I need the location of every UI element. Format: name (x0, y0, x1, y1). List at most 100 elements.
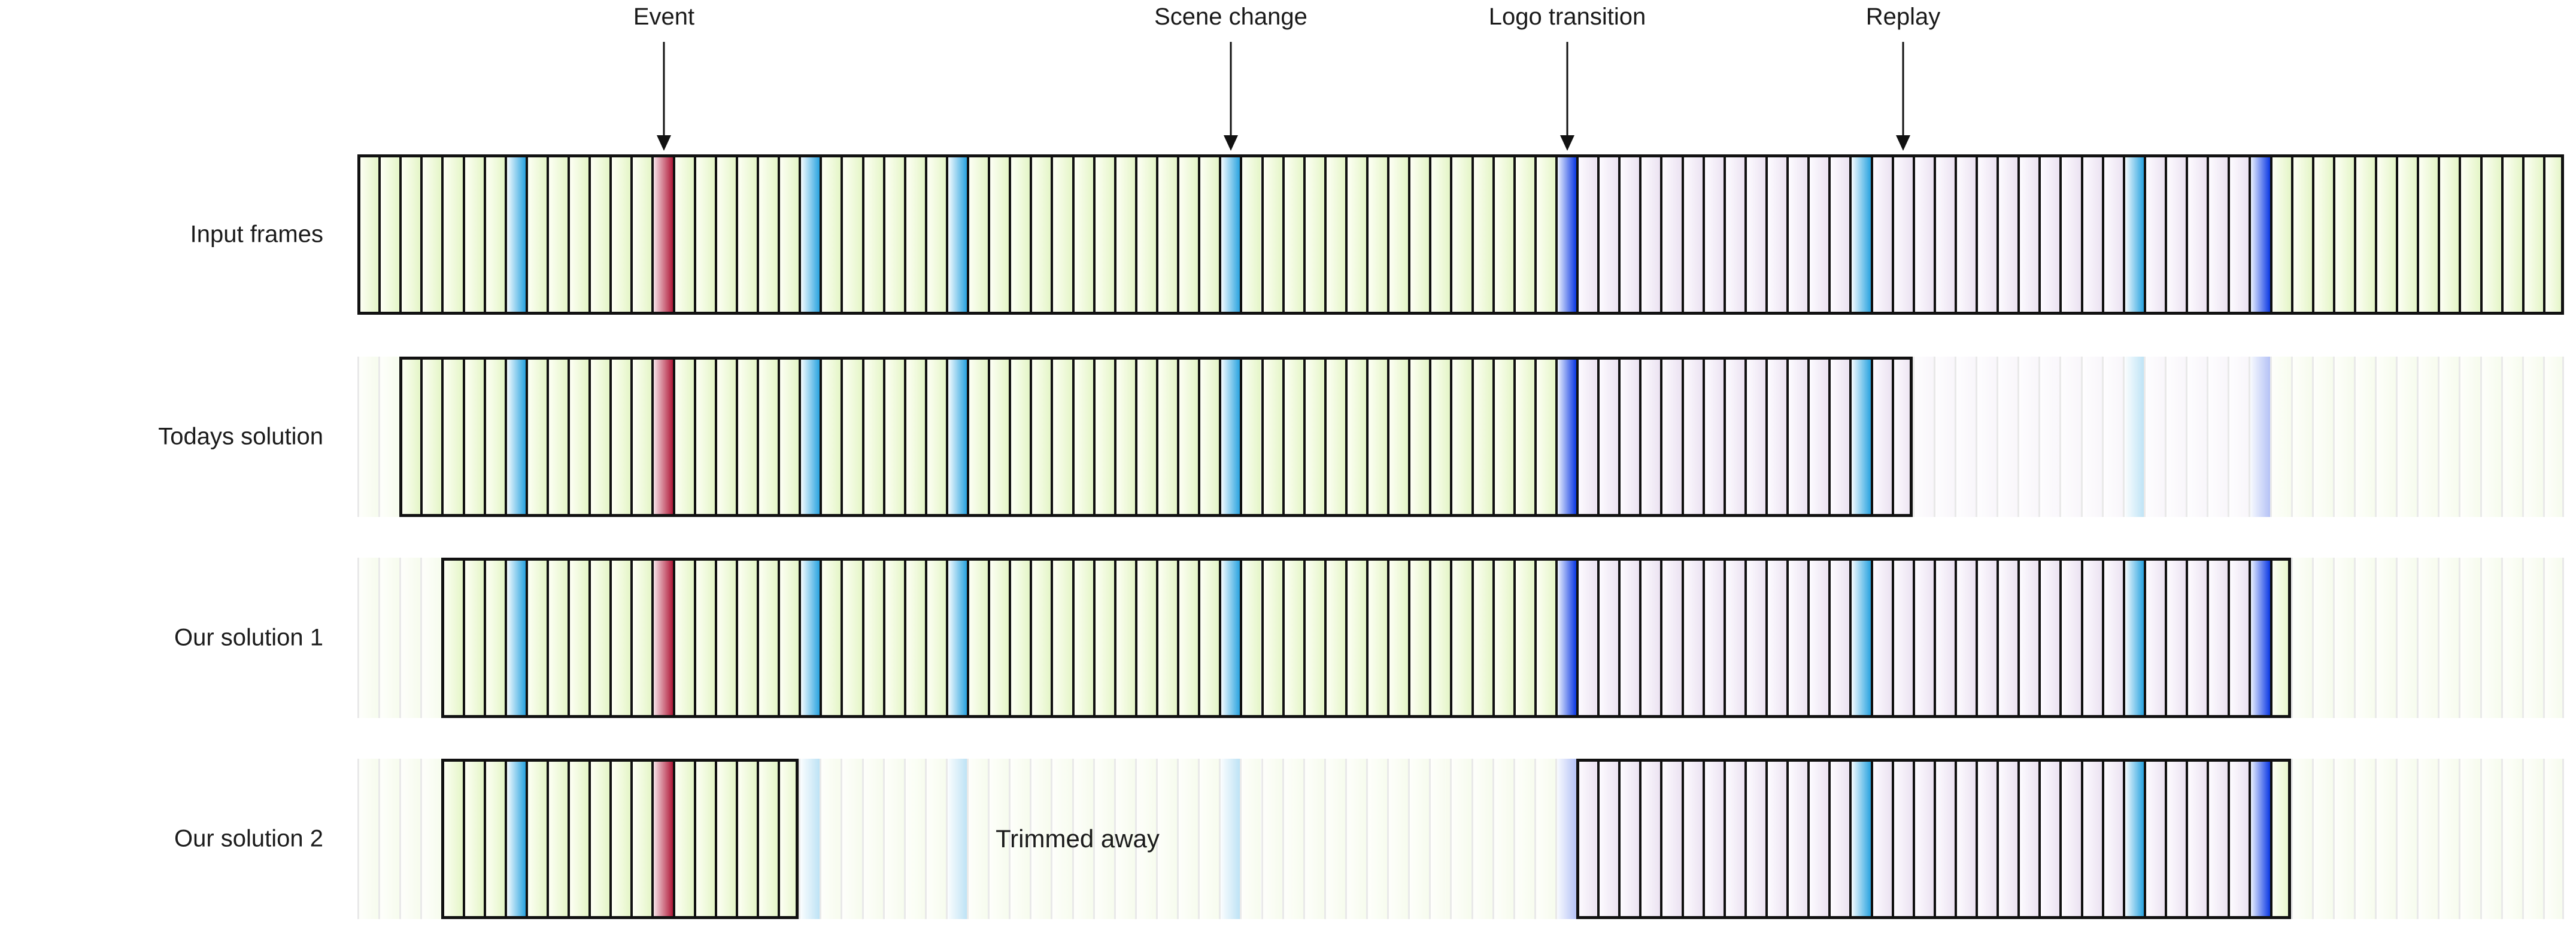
frame[interactable] (1492, 357, 1513, 517)
frame[interactable] (1976, 357, 1997, 517)
frame[interactable] (1828, 154, 1850, 315)
frame[interactable] (1282, 558, 1303, 718)
frame[interactable] (2143, 558, 2165, 718)
frame[interactable] (1072, 154, 1093, 315)
frame[interactable] (2249, 154, 2270, 315)
frame[interactable] (693, 759, 715, 919)
frame[interactable] (1534, 759, 1555, 919)
frame[interactable] (1303, 558, 1324, 718)
frame[interactable] (462, 154, 484, 315)
frame[interactable] (1471, 154, 1492, 315)
frame[interactable] (1723, 154, 1744, 315)
frame[interactable] (1450, 759, 1471, 919)
frame[interactable] (2522, 759, 2543, 919)
frame[interactable] (2459, 558, 2480, 718)
frame[interactable] (1849, 558, 1871, 718)
frame[interactable] (2249, 558, 2270, 718)
frame[interactable] (2480, 558, 2501, 718)
frame[interactable] (525, 558, 547, 718)
frame[interactable] (1240, 357, 1261, 517)
frame[interactable] (1997, 154, 2018, 315)
frame[interactable] (1009, 558, 1030, 718)
frame[interactable] (693, 558, 715, 718)
frame[interactable] (1639, 558, 1661, 718)
frame[interactable] (378, 558, 400, 718)
frame[interactable] (2228, 357, 2249, 517)
frame[interactable] (2438, 759, 2459, 919)
frame[interactable] (2311, 558, 2333, 718)
frame[interactable] (2290, 357, 2312, 517)
frame[interactable] (2165, 558, 2186, 718)
frame[interactable] (672, 759, 694, 919)
frame[interactable] (1155, 759, 1178, 919)
frame[interactable] (2332, 759, 2354, 919)
frame[interactable] (2332, 558, 2354, 718)
frame[interactable] (1723, 357, 1744, 517)
frame[interactable] (1765, 154, 1787, 315)
frame[interactable] (2542, 357, 2564, 517)
frame[interactable] (1093, 357, 1114, 517)
frame[interactable] (1134, 759, 1156, 919)
frame[interactable] (2480, 357, 2501, 517)
frame[interactable] (588, 357, 610, 517)
frame[interactable] (609, 154, 631, 315)
frame[interactable] (420, 558, 442, 718)
frame[interactable] (714, 759, 736, 919)
frame[interactable] (2186, 759, 2207, 919)
frame[interactable] (1555, 558, 1577, 718)
frame[interactable] (1408, 558, 1430, 718)
frame[interactable] (1051, 558, 1072, 718)
frame[interactable] (1912, 357, 1934, 517)
frame[interactable] (504, 154, 526, 315)
frame[interactable] (1807, 357, 1829, 517)
frame[interactable] (820, 154, 841, 315)
frame[interactable] (2186, 558, 2207, 718)
frame[interactable] (1597, 357, 1619, 517)
frame[interactable] (672, 558, 694, 718)
frame[interactable] (1198, 759, 1219, 919)
frame[interactable] (1366, 759, 1388, 919)
frame[interactable] (1366, 357, 1388, 517)
frame[interactable] (546, 759, 568, 919)
frame[interactable] (1261, 154, 1282, 315)
frame[interactable] (988, 154, 1009, 315)
frame[interactable] (1576, 759, 1598, 919)
frame[interactable] (2522, 357, 2543, 517)
frame[interactable] (756, 558, 778, 718)
frame[interactable] (882, 357, 904, 517)
frame[interactable] (1408, 154, 1430, 315)
frame[interactable] (462, 759, 484, 919)
frame[interactable] (1618, 154, 1640, 315)
frame[interactable] (1303, 759, 1324, 919)
frame[interactable] (799, 558, 820, 718)
frame[interactable] (1997, 759, 2018, 919)
frame[interactable] (924, 154, 946, 315)
frame[interactable] (1744, 759, 1765, 919)
frame[interactable] (778, 759, 799, 919)
frame[interactable] (2080, 154, 2102, 315)
frame[interactable] (799, 154, 820, 315)
frame[interactable] (2122, 759, 2144, 919)
frame[interactable] (2290, 558, 2312, 718)
frame[interactable] (1576, 357, 1598, 517)
frame[interactable] (420, 154, 442, 315)
frame[interactable] (2038, 357, 2060, 517)
frame[interactable] (1072, 357, 1093, 517)
frame[interactable] (630, 759, 652, 919)
frame[interactable] (714, 154, 736, 315)
frame[interactable] (609, 357, 631, 517)
frame[interactable] (924, 558, 946, 718)
frame[interactable] (630, 558, 652, 718)
frame[interactable] (2249, 759, 2270, 919)
frame[interactable] (861, 357, 883, 517)
frame[interactable] (1639, 154, 1661, 315)
frame[interactable] (2396, 357, 2417, 517)
frame[interactable] (2438, 357, 2459, 517)
frame[interactable] (1366, 154, 1388, 315)
frame[interactable] (2228, 759, 2249, 919)
frame[interactable] (1009, 759, 1030, 919)
frame[interactable] (1954, 759, 1976, 919)
frame[interactable] (903, 558, 925, 718)
frame[interactable] (357, 558, 379, 718)
frame[interactable] (1891, 154, 1913, 315)
